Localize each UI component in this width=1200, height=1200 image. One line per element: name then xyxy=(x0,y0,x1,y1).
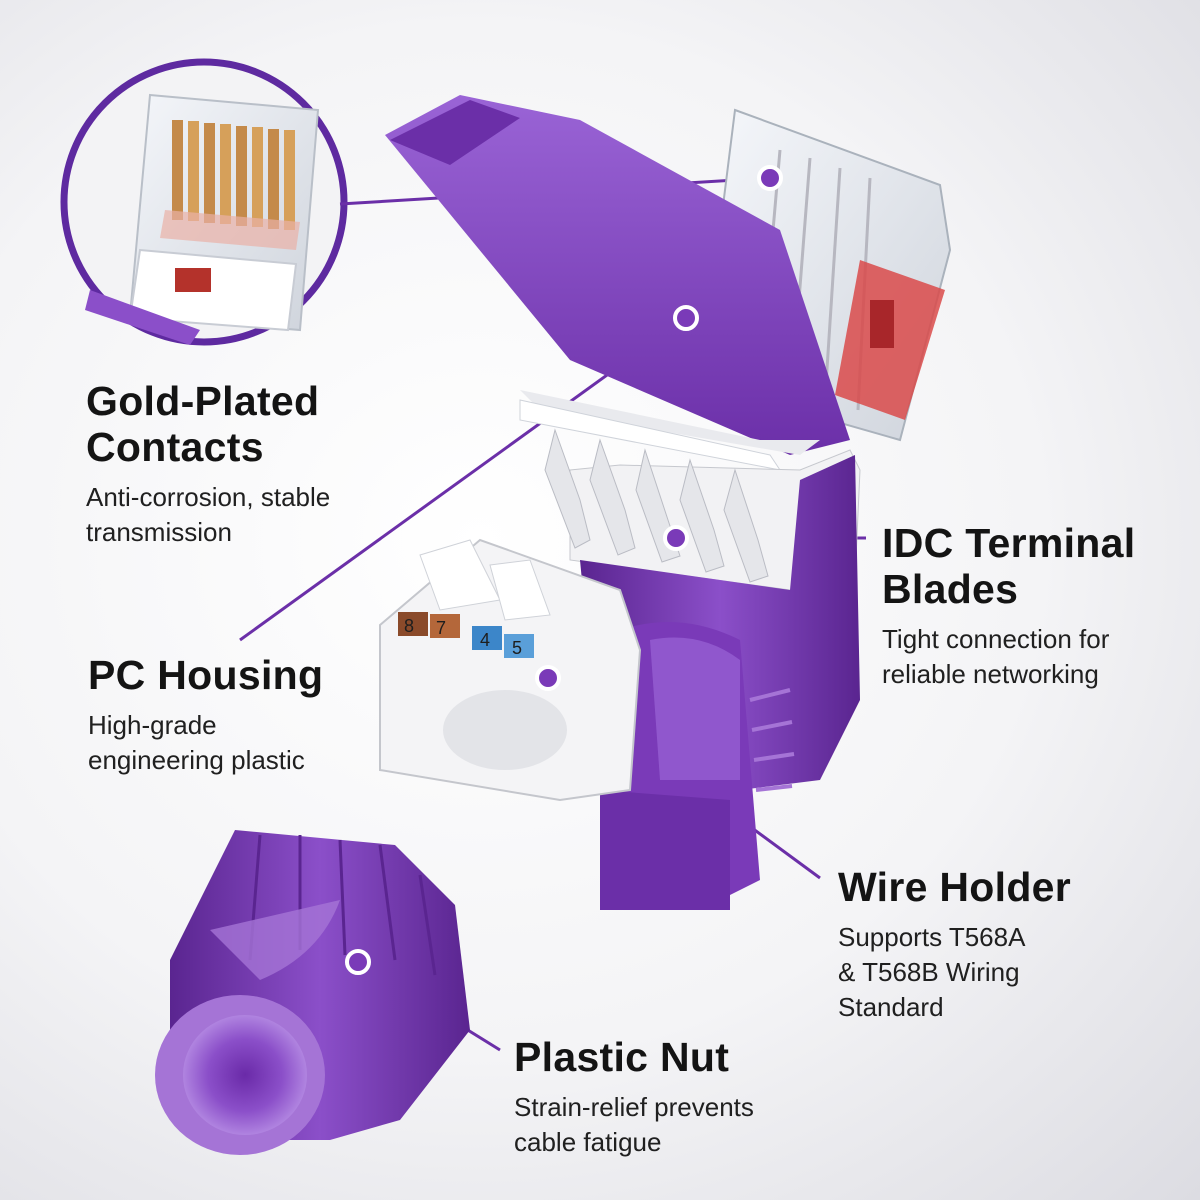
dot-wire-holder xyxy=(535,665,561,691)
pin-color-brown-2 xyxy=(430,614,460,638)
plastic-nut xyxy=(155,830,470,1155)
pin-label-8: 8 xyxy=(404,616,414,636)
feature-title: IDC Terminal Blades xyxy=(882,520,1136,612)
pin-color-brown-1 xyxy=(398,612,428,636)
feature-title: PC Housing xyxy=(88,652,324,698)
feature-wire-holder: Wire Holder Supports T568A & T568B Wirin… xyxy=(838,864,1071,1025)
feature-desc: Supports T568A & T568B Wiring Standard xyxy=(838,922,1026,1022)
pin-label-4: 4 xyxy=(480,630,490,650)
feature-desc: Tight connection for reliable networking xyxy=(882,624,1110,689)
dot-nut xyxy=(345,949,371,975)
pin-label-5: 5 xyxy=(512,638,522,658)
dot-contacts xyxy=(757,165,783,191)
feature-title: Gold-Plated Contacts xyxy=(86,378,320,470)
feature-pc-housing: PC Housing High-grade engineering plasti… xyxy=(88,652,323,778)
dot-housing xyxy=(673,305,699,331)
feature-desc: High-grade engineering plastic xyxy=(88,710,305,775)
pin-color-blue-2 xyxy=(504,634,534,658)
callout-dots xyxy=(345,165,783,975)
pin-label-7: 7 xyxy=(436,618,446,638)
feature-title: Wire Holder xyxy=(838,864,1072,910)
pc-housing xyxy=(544,428,861,910)
upper-boot xyxy=(385,95,850,471)
feature-gold-contacts: Gold-Plated Contacts Anti-corrosion, sta… xyxy=(86,378,330,550)
feature-title: Plastic Nut xyxy=(514,1034,730,1080)
dot-idc xyxy=(663,525,689,551)
gold-contacts-closeup xyxy=(160,120,300,250)
feature-desc: Anti-corrosion, stable transmission xyxy=(86,482,331,547)
wire-holder: 8 7 4 5 xyxy=(379,538,642,802)
feature-desc: Strain-relief prevents cable fatigue xyxy=(514,1092,754,1157)
inset-magnifier xyxy=(60,58,348,346)
pin-color-blue-1 xyxy=(472,626,502,650)
feature-idc-blades: IDC Terminal Blades Tight connection for… xyxy=(882,520,1135,692)
feature-plastic-nut: Plastic Nut Strain-relief prevents cable… xyxy=(514,1034,754,1160)
